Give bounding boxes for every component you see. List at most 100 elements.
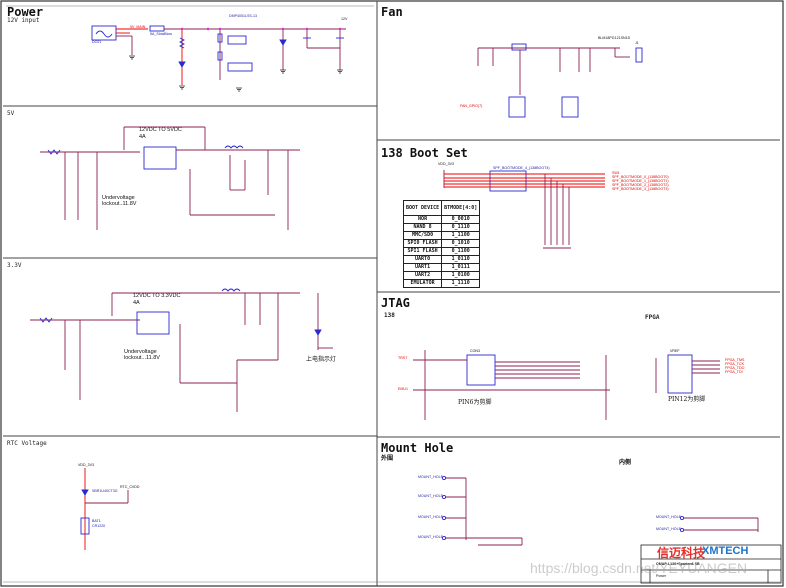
jtag-pin12-note: PIN12为剪脚 — [668, 396, 706, 403]
power-section-title: Power — [7, 5, 44, 19]
power-fuse-label: 5A_SlowBlow — [150, 32, 172, 36]
boot-device-cell: UART0 — [402, 255, 443, 264]
mount-hole-label: MOUNT_HOLE — [418, 494, 443, 498]
fpga-net-tdo: FPGA_TDO — [725, 366, 745, 370]
title-block — [640, 544, 782, 584]
jtag-section-title: JTAG — [381, 296, 410, 310]
jtag-net-trst: TRST — [398, 356, 408, 360]
5v-current: 4A — [139, 134, 146, 140]
boot-table-header: BOOT DEVICE BTMODE[4:0] — [402, 200, 481, 216]
3v3-uvlo-note: Undervoltage lockout...11.8V — [124, 349, 160, 361]
jtag-net-emu1: EMU1 — [398, 387, 408, 391]
power-nodes — [180, 27, 342, 31]
boot-net-label: SPF_BOOTMODE_3_(138BOOT3) — [612, 187, 669, 191]
btmode-cell: 1_1110 — [441, 279, 481, 288]
btmode-cell: 0_0010 — [441, 215, 481, 224]
btmode-cell: 1_0111 — [441, 263, 481, 272]
5v-circuit — [40, 126, 300, 230]
boot-device-cell: SPI0 FLASH — [402, 239, 443, 248]
power-12v-net: 12V — [341, 17, 348, 21]
boot-switch-ref: SPF_BOOTMODE_4_(138BOOT4) — [493, 166, 550, 170]
boot-device-cell: UART2 — [402, 271, 443, 280]
fpga-connector-ref: VREF — [670, 349, 680, 353]
btmode-cell: 1_0110 — [441, 255, 481, 264]
mount-section-title: Mount Hole — [381, 441, 454, 455]
rtc-vdd-label: VDD_3V3 — [78, 463, 94, 467]
boot-net-label: SPF_BOOTMODE_0_(138BOOT0) — [612, 175, 669, 179]
ground-symbols — [129, 55, 343, 92]
3v3-power-indicator-label: 上电指示灯 — [306, 356, 337, 363]
boot-section-title: 138 Boot Set — [381, 146, 468, 160]
boot-device-cell: MMC/SD0 — [402, 231, 443, 240]
fan-section-title: Fan — [381, 5, 403, 19]
3v3-circuit — [30, 288, 333, 412]
power-dc-jack-label: DC01 — [92, 40, 102, 44]
power-mosfet-label: DMP4051LSS-13 — [229, 14, 257, 18]
boot-device-cell: SPI1 FLASH — [402, 247, 443, 256]
mount-hole-label: MOUNT_HOLE — [656, 527, 681, 531]
company-logo-en: XMTECH — [702, 545, 749, 557]
5v-ic-caption: 12VDC TO 5VDC — [139, 127, 182, 133]
btmode-cell: 0_1110 — [441, 223, 481, 232]
mount-hole-label: MOUNT_HOLE — [418, 515, 443, 519]
boot-device-cell: EMULATOR — [402, 279, 443, 288]
watermark: https://blog.csdn.net/YEYUANGEN — [530, 560, 748, 576]
rtc-diode-label: SBR1U40CT3G — [92, 489, 118, 493]
rtc-section-title: RTC Voltage — [7, 440, 47, 447]
boot-table-header-device: BOOT DEVICE — [402, 200, 443, 216]
fpga-net-tck: FPGA_TCK — [725, 362, 744, 366]
rtc-battery-type: CR1220 — [92, 524, 106, 528]
title-block-project: OMAP-L138+Spartan6 SB — [656, 562, 700, 566]
3v3-ic-caption: 12VDC TO 3.3VDC — [133, 293, 181, 299]
mount-hole-label: MOUNT_HOLE — [418, 475, 443, 479]
boot-device-cell: UART1 — [402, 263, 443, 272]
boot-net-label: SPF_BOOTMODE_2_(138BOOT2) — [612, 183, 669, 187]
btmode-cell: 1_0100 — [441, 271, 481, 280]
power-circuit — [91, 25, 346, 85]
mount-circuit — [441, 475, 759, 546]
jtag-138-caption: 138 — [384, 312, 395, 319]
fan-gpio-net: FAN_GPIO(7) — [460, 104, 483, 108]
3v3-section-title: 3.3V — [7, 262, 22, 269]
boot-device-cell: NOR — [402, 215, 443, 224]
3v3-current: 4A — [133, 300, 140, 306]
fan-12v-net: BLM18PG121SN1D — [598, 36, 631, 40]
mount-hole-label: MOUNT_HOLE — [418, 535, 443, 539]
fpga-net-tdi: FPGA_TDI — [725, 370, 743, 374]
mount-hole-label: MOUNT_HOLE — [656, 515, 681, 519]
boot-vdd-label: VDD_3V3 — [438, 162, 454, 166]
5v-uvlo-note: Undervoltage lockout..11.8V — [102, 195, 137, 207]
rtc-battery-label: BAT1 — [92, 519, 101, 523]
btmode-cell: 1_1100 — [441, 231, 481, 240]
boot-net-label: SW1 — [612, 171, 620, 175]
rtc-circuit — [80, 468, 129, 550]
boot-table-header-btmode: BTMODE[4:0] — [441, 200, 481, 216]
boot-device-cell: NAND 8 — [402, 223, 443, 232]
fan-connector-ref: J1 — [635, 41, 639, 45]
jtag-fpga-caption: FPGA — [645, 314, 660, 321]
power-net-5vmain: 5V_MAIN — [130, 25, 146, 29]
5v-section-title: 5V — [7, 110, 15, 117]
power-section-subtitle: 12V input — [7, 17, 40, 24]
btmode-cell: 0_1010 — [441, 239, 481, 248]
jtag-pin6-note: PIN6为剪脚 — [458, 399, 492, 406]
mount-outer-caption: 外围 — [381, 455, 394, 462]
jtag-connector-ref: CON3 — [470, 349, 480, 353]
fan-circuit — [477, 43, 643, 118]
boot-net-label: SPF_BOOTMODE_1_(138BOOT1) — [612, 179, 669, 183]
jtag-circuit — [413, 350, 720, 420]
boot-circuit — [443, 170, 605, 249]
btmode-cell: 0_1100 — [441, 247, 481, 256]
